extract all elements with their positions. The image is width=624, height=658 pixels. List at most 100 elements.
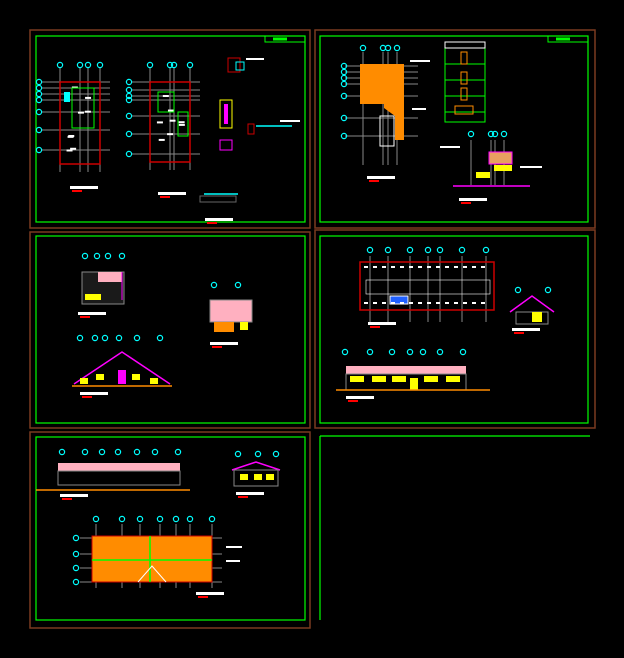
axis-bubble-icon [255,451,260,456]
detail [248,124,254,134]
label-text-mark [418,302,422,304]
label-text-mark [400,302,404,304]
drawing-title-underline [62,498,72,500]
axis-bubble-icon [394,45,399,50]
sheet-border [30,232,310,428]
window [132,374,140,380]
axis-bubble-icon [147,62,152,67]
label-text-mark [427,302,431,304]
axis-bubble-icon [459,247,464,252]
drawing-title-mark [210,342,238,345]
label-text-mark [364,266,368,268]
drawing-sheet-3[interactable] [30,232,310,428]
label-text-mark [364,302,368,304]
label-text-mark [520,166,542,168]
axis-bubble-icon [85,62,90,67]
axis-bubble-icon [360,45,365,50]
axis-bubble-icon [97,62,102,67]
axis-bubble-icon [105,253,110,258]
axis-bubble-icon [483,247,488,252]
axis-bubble-icon [119,516,124,521]
label-text-mark [373,302,377,304]
drawing-title-mark [512,328,540,331]
axis-bubble-icon [389,349,394,354]
label-text-mark [78,112,84,114]
window [96,374,104,380]
axis-bubble-icon [36,79,41,84]
label-text-mark [409,302,413,304]
drawing-sheet-6 [320,436,590,620]
window-elevation [455,106,473,114]
window [446,376,460,382]
axis-bubble-icon [157,335,162,340]
drawing-sheet-1[interactable] [30,30,310,228]
drawing-sheet-5[interactable] [30,432,310,628]
axis-bubble-icon [407,247,412,252]
window [240,474,248,480]
axis-bubble-icon [102,335,107,340]
label-text-mark [454,266,458,268]
axis-bubble-icon [460,349,465,354]
axis-bubble-icon [425,247,430,252]
window [240,322,248,330]
label-text-mark [179,121,185,123]
label-text-mark [400,266,404,268]
label-text-mark [167,133,173,135]
roof-plan-fill [92,536,212,582]
drawing-title-underline [369,180,379,182]
label-text-mark [373,266,377,268]
axis-bubble-icon [126,151,131,156]
axis-bubble-icon [134,335,139,340]
axis-bubble-icon [93,516,98,521]
drawing-title-underline [370,326,380,328]
axis-bubble-icon [367,247,372,252]
roof-band [58,463,180,471]
roof-band [346,366,466,374]
sheet-border [30,432,310,628]
drawing-title-underline [514,332,524,334]
axis-bubble-icon [57,62,62,67]
axis-bubble-icon [82,449,87,454]
label-text-mark [382,302,386,304]
axis-bubble-icon [501,131,506,136]
label-text-mark [163,95,169,97]
axis-bubble-icon [209,516,214,521]
detail [224,104,228,124]
drawing-sheet-2[interactable] [315,30,595,228]
label-text-mark [280,120,300,122]
drawing-title-mark [459,198,487,201]
axis-bubble-icon [59,449,64,454]
title-block-text [556,38,570,41]
label-text-mark [427,266,431,268]
label-text-mark [226,546,242,548]
drawing-title-underline [160,196,170,198]
drawing-title-mark [346,396,374,399]
axis-bubble-icon [515,287,520,292]
window [80,378,88,384]
window [476,172,490,178]
label-text-mark [391,302,395,304]
drawing-sheet-4[interactable] [315,230,595,428]
label-text-mark [445,302,449,304]
window [350,376,364,382]
label-text-mark [67,149,73,151]
detail [200,196,236,202]
axis-bubble-icon [73,579,78,584]
drawing-title-underline [207,222,217,224]
schedule-header [445,42,485,48]
label-text-mark [481,266,485,268]
axis-bubble-icon [187,516,192,521]
axis-bubble-icon [134,449,139,454]
axis-bubble-icon [119,253,124,258]
fixture [64,92,70,102]
label-text-mark [418,266,422,268]
elevation [58,471,180,485]
label-text-mark [463,302,467,304]
axis-bubble-icon [36,127,41,132]
label-text-mark [410,60,430,62]
label-text-mark [157,121,163,123]
label-text-mark [481,302,485,304]
label-text-mark [463,266,467,268]
roof-line [510,296,554,312]
